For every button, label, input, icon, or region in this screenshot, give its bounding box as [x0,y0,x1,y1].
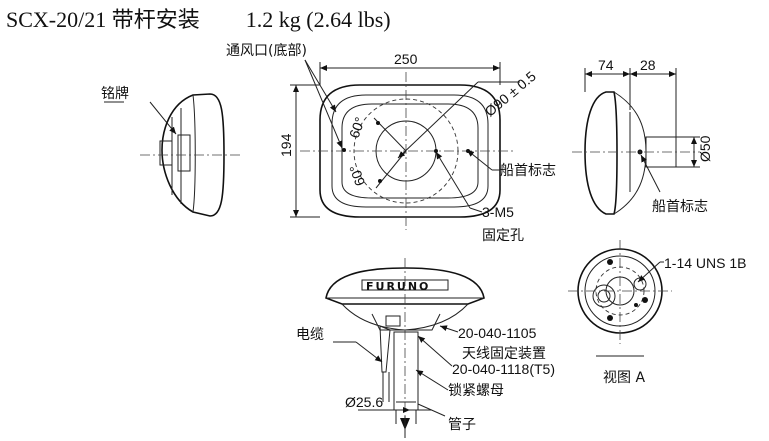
page-title: SCX-20/21 带杆安装 1.2 kg (2.64 lbs) [6,2,391,34]
view-a: 1-14 UNS 1B 视图 A [568,240,746,386]
top-view: 60° 60° 250 194 Ø90 ± 0.5 通风口(底部) 船首标志 3… [226,43,556,244]
model-title: SCX-20/21 带杆安装 [6,7,200,32]
dia-pipe-dimension: Ø25.6 [345,394,383,410]
bow-mark-top-label: 船首标志 [500,163,556,179]
front-view: FURUNO 电缆 20-040-1105 天线固定装置 20-040-1118… [296,258,555,438]
view-a-label: 视图 A [603,370,645,386]
weight-text: 1.2 kg (2.64 lbs) [245,7,391,32]
nameplate-label: 铭牌 [101,85,129,102]
angle-60-lower: 60° [346,163,368,188]
lock-nut-label: 锁紧螺母 [448,383,504,399]
left-side-view: 铭牌 [101,85,240,217]
right-side-view: 74 28 Ø50 船首标志 [572,57,713,215]
bow-mark-side-label: 船首标志 [652,199,708,215]
dim-74: 74 [598,57,614,73]
fix-hole-label: 固定孔 [482,228,524,244]
cable-label: 电缆 [296,327,324,343]
width-dimension: 250 [394,51,418,67]
part-2-label: 20-040-1118(T5) [452,361,555,377]
thread-label: 1-14 UNS 1B [664,255,746,271]
vent-label: 通风口(底部) [226,43,307,59]
dim-28: 28 [640,57,656,73]
part-1-label: 20-040-1105 [458,325,537,341]
height-dimension: 194 [278,133,294,157]
angle-60-upper: 60° [346,115,368,140]
screws-label: 3-M5 [482,204,514,220]
pipe-label: 管子 [448,417,476,433]
antenna-fixture-label: 天线固定装置 [462,346,546,362]
dia-50-dimension: Ø50 [697,135,713,162]
brand-logo: FURUNO [366,280,430,293]
